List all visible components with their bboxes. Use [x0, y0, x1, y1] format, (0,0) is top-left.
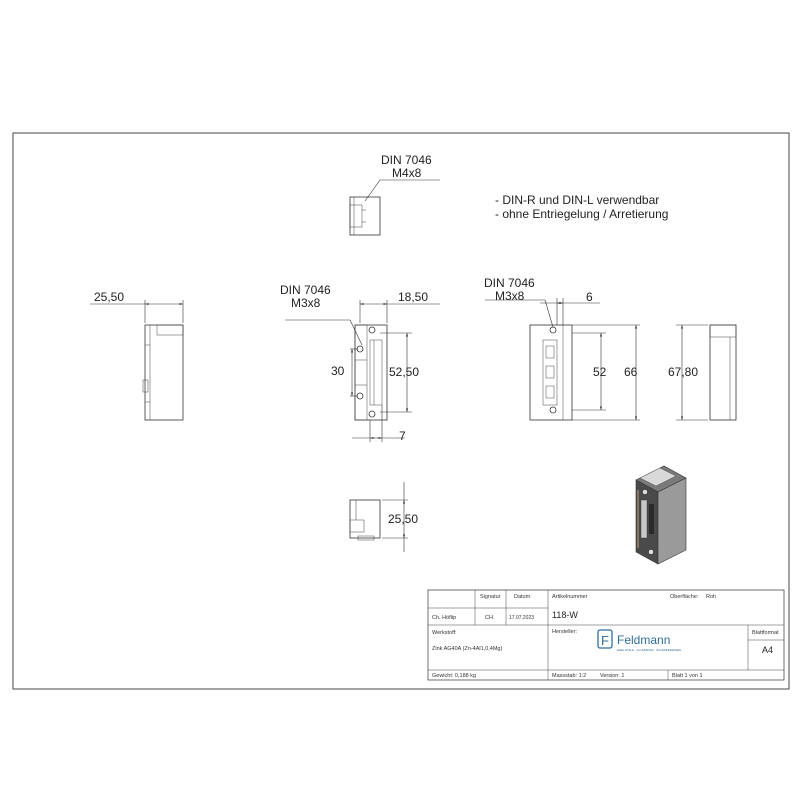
manufacturer-label: Hersteller:: [552, 629, 578, 635]
dim-front-right-height: 52,50: [389, 365, 419, 379]
version: Version: 1: [600, 673, 624, 679]
surface-value: Roh: [706, 594, 716, 600]
svg-text:F: F: [601, 633, 609, 648]
front-view: DIN 7046 M3x8 18,50 30 52,50 7: [280, 283, 440, 443]
title-block: Signatur Datum Ch. Höflip CH 17.07.2023 …: [427, 589, 785, 681]
dim-front-bottom: 7: [399, 429, 406, 443]
material-label: Werkstoff:: [432, 630, 457, 636]
top-view: DIN 7046 M4x8: [349, 153, 440, 236]
dim-side-outer-height: 66: [624, 365, 638, 379]
dim-side-inner-height: 52: [593, 365, 607, 379]
dim-bottom-view-height: 25,50: [388, 512, 418, 526]
right-view: 67,80: [668, 324, 737, 421]
sheet-count: Blatt 1 von 1: [672, 673, 703, 679]
side-view: DIN 7046 M3x8 6 52 66: [484, 276, 640, 421]
top-view-callout-screw: M4x8: [392, 166, 422, 180]
col-datum-label: Datum: [514, 594, 531, 600]
dim-front-left-height: 30: [331, 364, 345, 378]
dim-right-height: 67,80: [668, 365, 698, 379]
signature-value: CH: [485, 615, 493, 621]
left-view: 25,50: [90, 290, 184, 421]
sheet-format-label: Blattformat: [752, 630, 779, 636]
material-value: Zink AG40A (Zn-4Al1,0,4Mg): [432, 646, 502, 652]
front-view-callout-std: DIN 7046: [280, 283, 331, 297]
note-line-2: - ohne Entriegelung / Arretierung: [495, 207, 668, 221]
article-number: 118-W: [552, 610, 578, 620]
dim-front-top: 18,50: [398, 290, 428, 304]
col-signatur-label: Signatur: [480, 594, 501, 600]
date-value: 17.07.2023: [509, 615, 534, 621]
scale: Massstab: 1:2: [552, 673, 586, 679]
side-view-callout-screw: M3x8: [495, 289, 525, 303]
note-line-1: - DIN-R und DIN-L verwendbar: [495, 193, 659, 207]
brand-tagline: EDELSTAHL · ALUMINIUM · SCHMIEDEEISEN: [617, 648, 681, 652]
dim-side-top: 6: [586, 290, 593, 304]
front-view-callout-screw: M3x8: [291, 296, 321, 310]
drawing-frame: [12, 132, 790, 690]
brand-name: Feldmann: [617, 633, 670, 647]
author-name: Ch. Höflip: [432, 615, 456, 621]
top-view-callout-std: DIN 7046: [381, 153, 432, 167]
article-label: Artikelnummer: [552, 594, 588, 600]
weight: Gewicht: 0,188 kg: [432, 673, 476, 679]
sheet-format-value: A4: [762, 645, 773, 655]
feldmann-logo: F Feldmann EDELSTAHL · ALUMINIUM · SCHMI…: [597, 629, 681, 652]
surface-label: Oberfläche:: [670, 594, 699, 600]
side-view-callout-std: DIN 7046: [484, 276, 535, 290]
dim-left-width: 25,50: [94, 290, 124, 304]
bottom-view: 25,50: [349, 482, 418, 552]
product-render-image: [635, 465, 687, 565]
